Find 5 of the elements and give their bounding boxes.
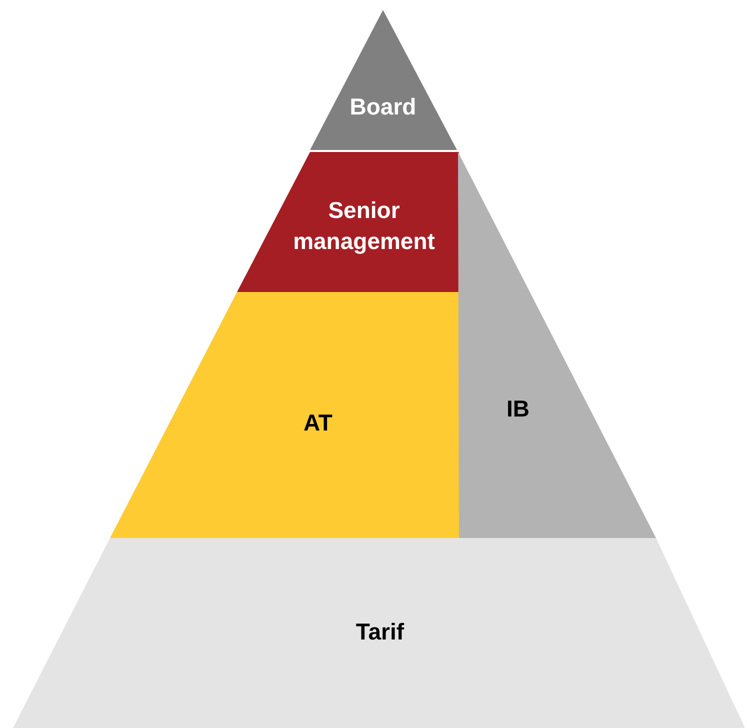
level-label: AT <box>302 408 334 438</box>
level-label: Senior management <box>292 196 436 256</box>
level-label: Tarif <box>354 618 406 646</box>
level-label: IB <box>506 394 530 424</box>
level-label: Board <box>348 92 418 122</box>
